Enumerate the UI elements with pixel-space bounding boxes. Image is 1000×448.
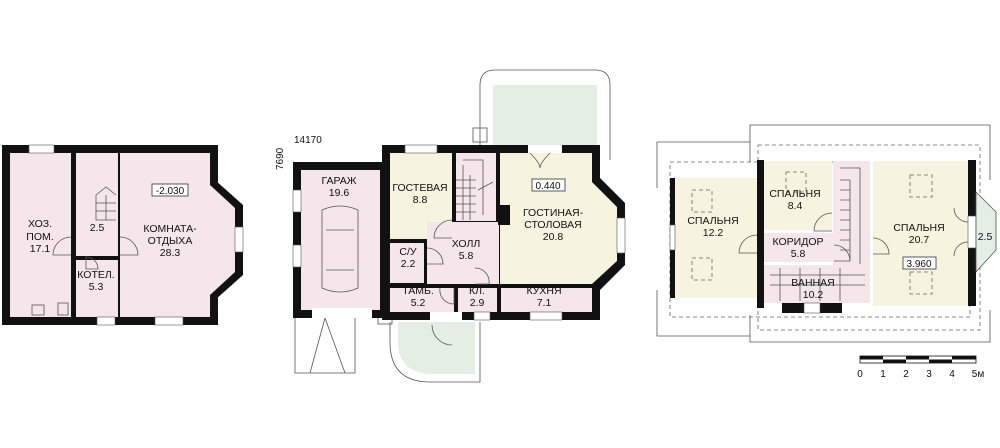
room-area: 2.5 [978, 231, 993, 243]
room-name: СПАЛЬНЯ [893, 222, 944, 234]
room-name: КОМНАТА- [143, 223, 197, 235]
room-name: КОТЕЛ. [77, 269, 114, 281]
room-name: ГАРАЖ [322, 175, 357, 187]
room-area: 2.5 [90, 222, 105, 234]
scale-bar: 0 1 2 3 4 5м [857, 355, 985, 380]
room-name: ХОЗ. [28, 218, 52, 230]
room-area: 2.9 [470, 297, 485, 309]
room-area: 28.3 [160, 247, 181, 259]
level-mark: 0.440 [535, 181, 560, 192]
room-name: ТАМБ. [402, 285, 434, 297]
room-area: 8.8 [413, 194, 428, 206]
scale-tick: 1 [880, 369, 886, 380]
room-name: С/У [399, 246, 417, 258]
room-name: ПОМ. [26, 231, 53, 243]
room-area: 17.1 [30, 243, 51, 255]
room-name: КЛ. [469, 285, 485, 297]
room-name: ОТДЫХА [148, 235, 193, 247]
room-area: 5.8 [791, 248, 806, 260]
dimension-width: 14170 [294, 135, 322, 146]
room-name: КОРИДОР [773, 236, 824, 248]
room-name: ХОЛЛ [452, 238, 481, 250]
basement-plan: -2.030 ХОЗ. ПОМ. 17.1 2.5 КОМНАТА- ОТДЫХ… [2, 144, 244, 326]
room-area: 20.7 [909, 234, 930, 246]
dimension-depth: 7690 [275, 147, 286, 170]
scale-tick: 4 [949, 369, 955, 380]
room-name: ВАННАЯ [791, 277, 834, 289]
scale-tick: 5м [972, 369, 985, 380]
room-area: 7.1 [537, 297, 552, 309]
room-area: 20.8 [543, 231, 564, 243]
room-area: 12.2 [703, 227, 724, 239]
room-area: 2.2 [401, 258, 416, 270]
room-area: 5.3 [89, 281, 104, 293]
scale-tick: 3 [926, 369, 932, 380]
attic-plan: 3.960 СПАЛЬНЯ 12.2 СПАЛЬНЯ 8.4 КОРИДОР 5… [656, 124, 997, 343]
room-area: 10.2 [803, 289, 824, 301]
room-area: 19.6 [329, 187, 350, 199]
scale-tick: 2 [903, 369, 909, 380]
ground-floor-plan: 0.440 14170 7690 ГАРАЖ 19.6 ГОСТЕВАЯ 8.8… [275, 69, 626, 383]
room-area: 5.2 [411, 297, 426, 309]
level-mark: 3.960 [906, 259, 931, 270]
room-name: ГОСТЕВАЯ [392, 182, 447, 194]
room-name: СПАЛЬНЯ [687, 215, 738, 227]
level-mark: -2.030 [156, 186, 185, 197]
room-area: 8.4 [788, 200, 803, 212]
room-name: ГОСТИНАЯ- [523, 207, 584, 219]
room-name: СПАЛЬНЯ [769, 188, 820, 200]
room-area: 5.8 [459, 250, 474, 262]
room-name: КУХНЯ [526, 285, 561, 297]
scale-tick: 0 [857, 369, 863, 380]
room-name: СТОЛОВАЯ [524, 219, 582, 231]
